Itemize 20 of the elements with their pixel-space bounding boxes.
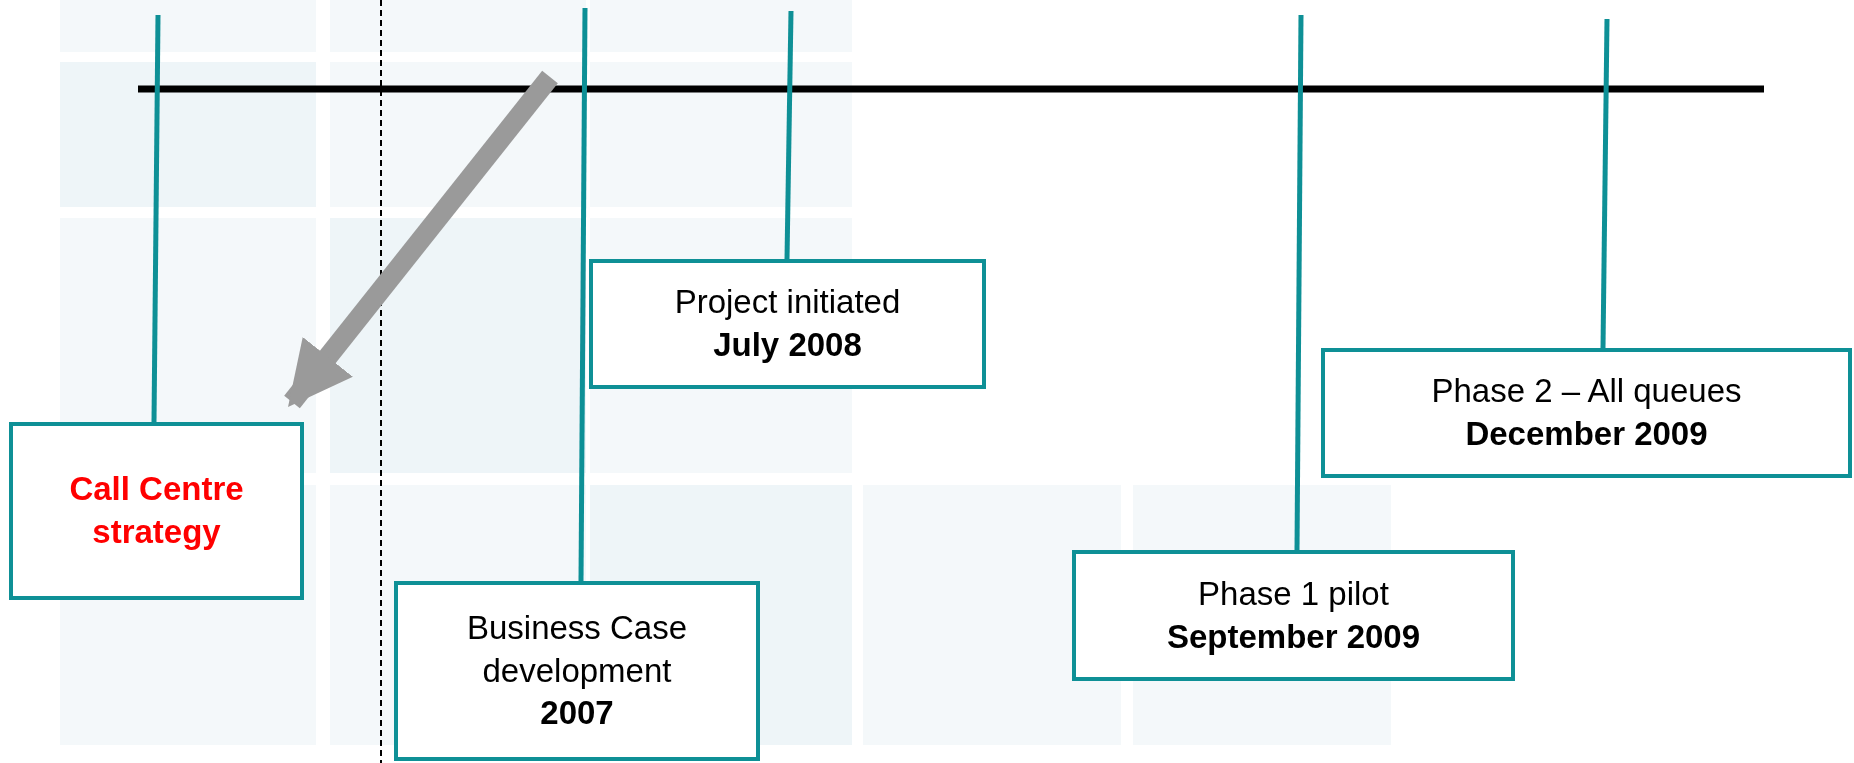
connector-line: [784, 10, 794, 260]
milestone-label: Phase 2 – All queues: [1431, 371, 1742, 412]
milestone-box: [1072, 550, 1515, 681]
milestone-label: Call Centre strategy: [68, 469, 245, 552]
milestone-date: 2007: [540, 693, 614, 734]
milestone-box: [589, 259, 986, 389]
milestone-label: Business Case development: [465, 607, 689, 691]
connector-line: [578, 8, 588, 581]
milestone-date: July 2008: [713, 325, 862, 365]
milestone-box: [1321, 348, 1852, 478]
milestone-date: December 2009: [1465, 414, 1708, 454]
milestone-date: September 2009: [1166, 616, 1421, 657]
milestone-box: [9, 422, 304, 600]
connector-line: [1294, 15, 1304, 550]
connector-line: [151, 14, 161, 423]
milestone-label: Project initiated: [674, 282, 901, 323]
milestone-label: Phase 1 pilot: [1198, 573, 1389, 614]
connector-line: [1600, 18, 1610, 349]
milestone-box: [394, 581, 760, 761]
arrow: [284, 70, 558, 409]
